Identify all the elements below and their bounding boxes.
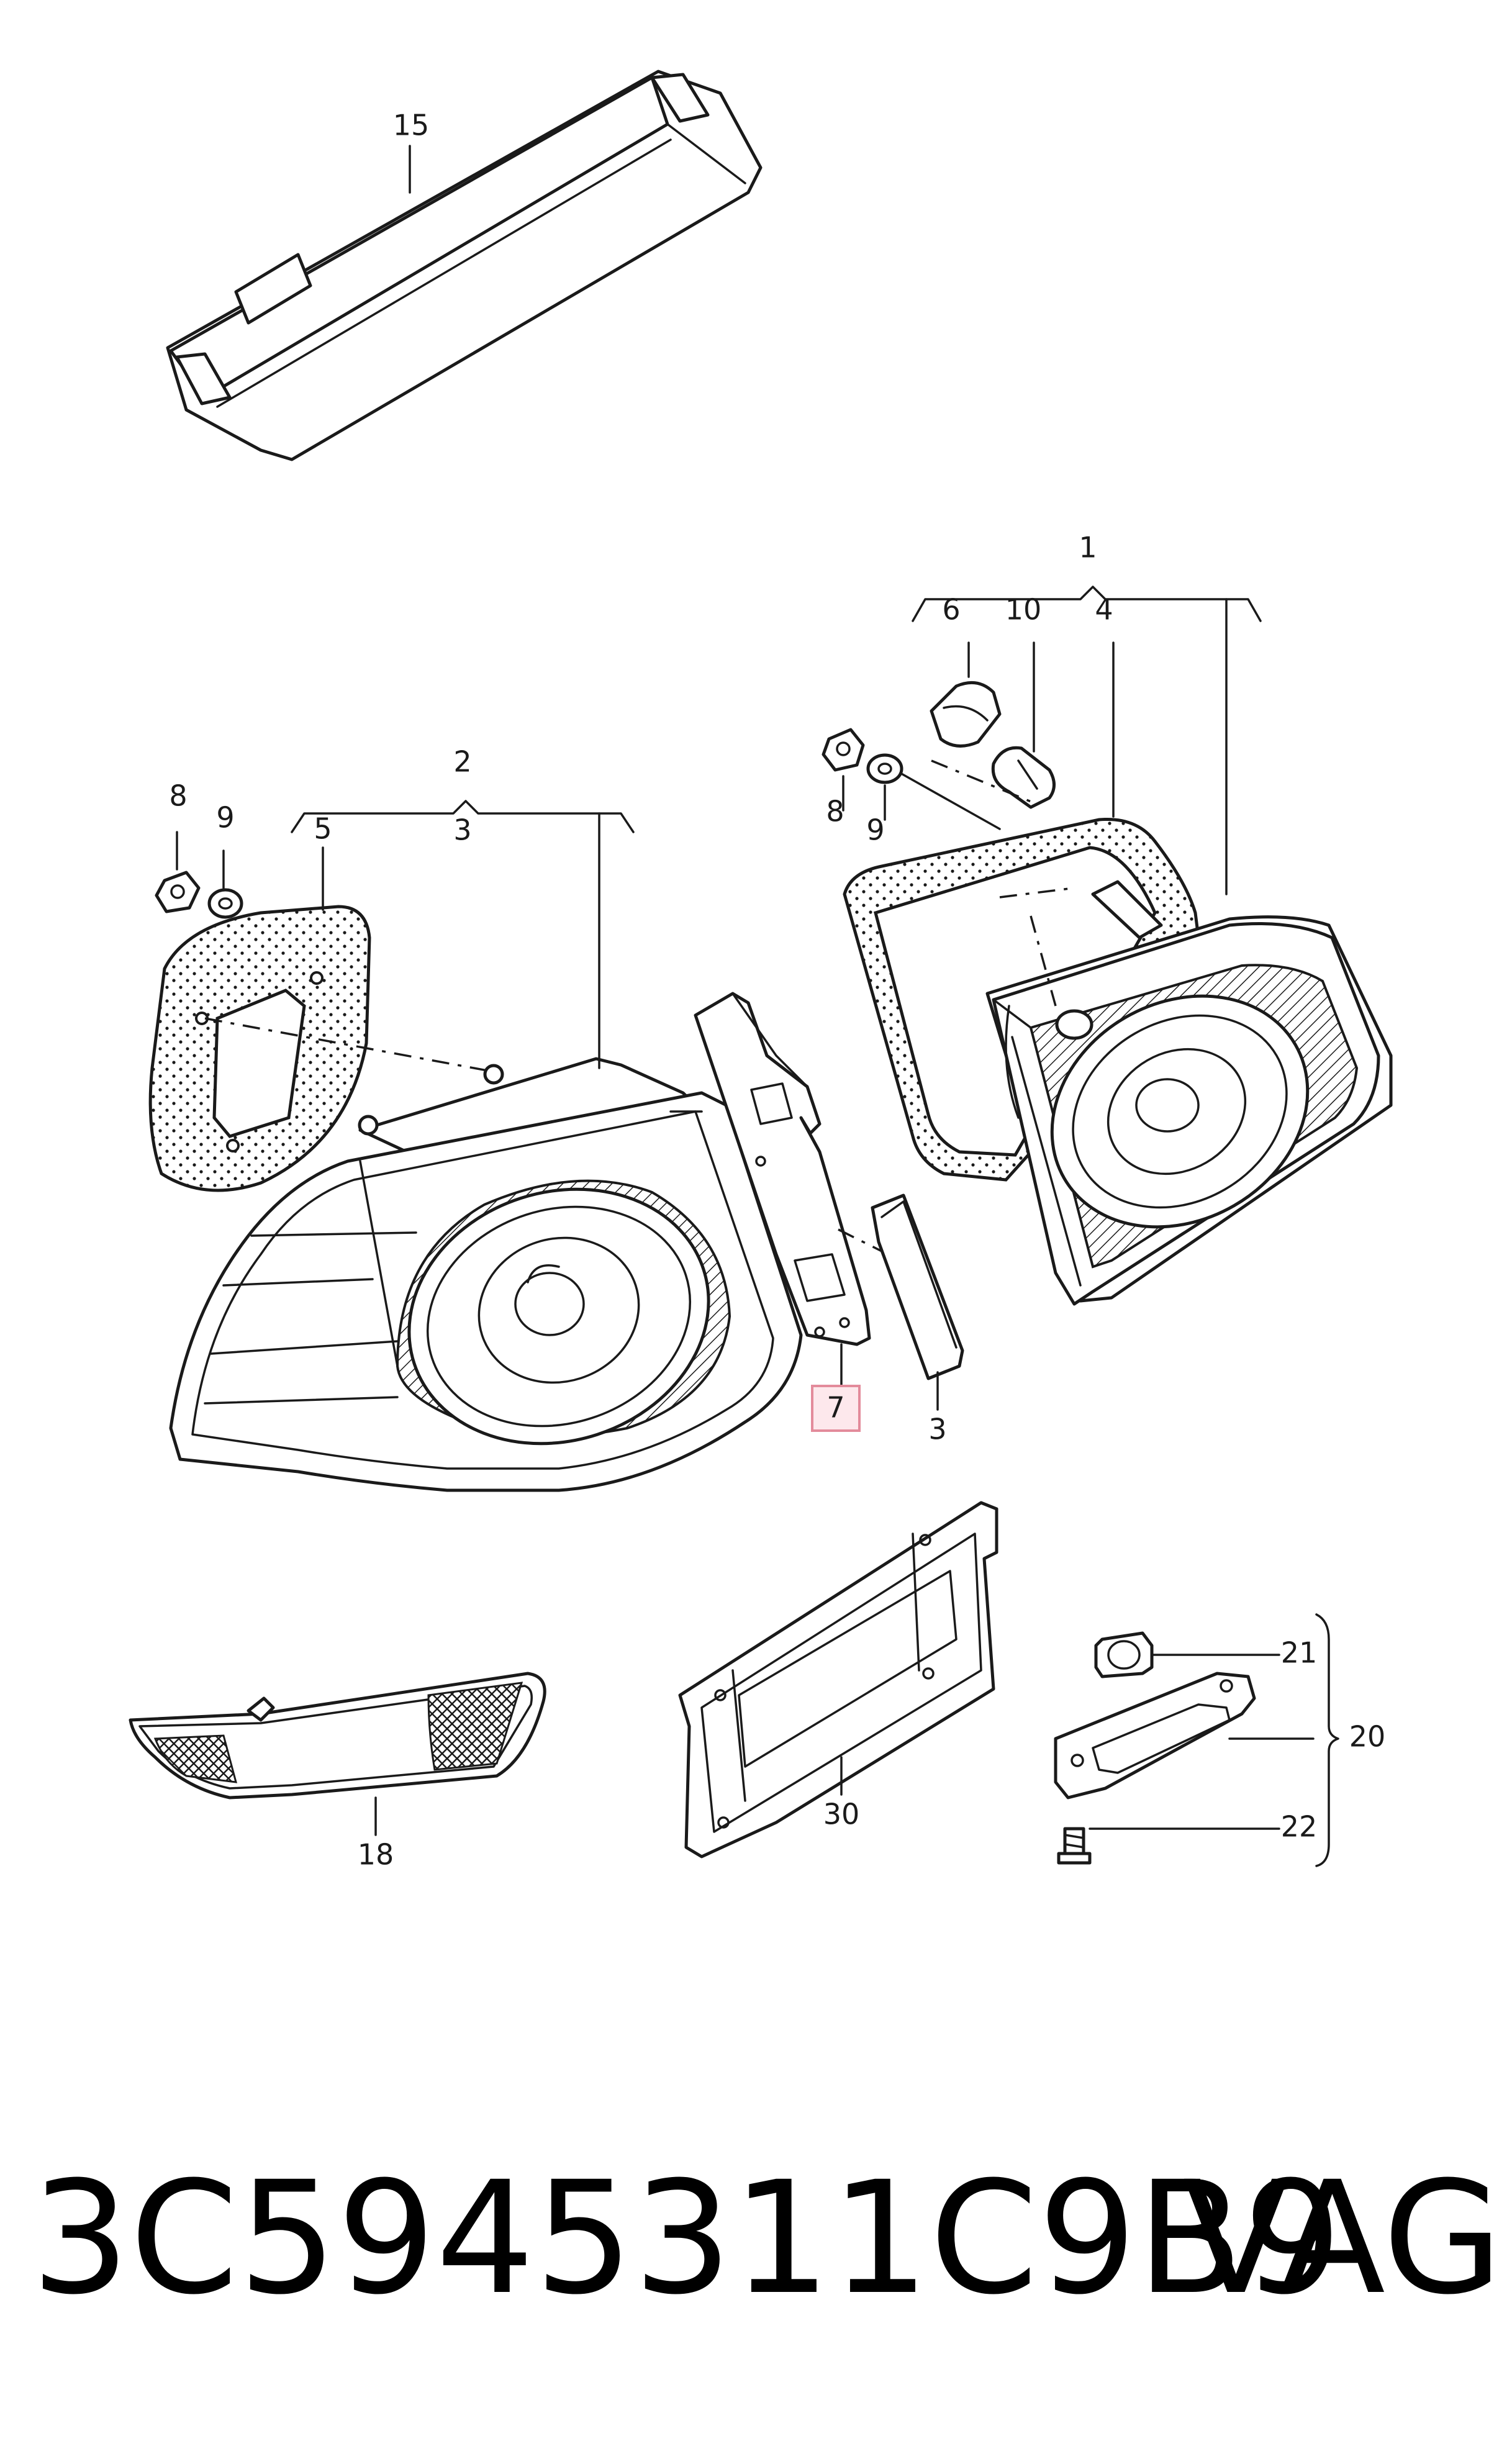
part-number-label: 3C5945311C9B9 — [31, 2148, 1342, 2329]
brake-light-15 — [166, 70, 763, 461]
callout-9-right: 9 — [866, 813, 884, 847]
nut-8-left — [155, 871, 201, 913]
callout-9-left: 9 — [216, 801, 234, 835]
bulb-21 — [1094, 1631, 1154, 1678]
callout-3-top: 3 — [453, 813, 471, 847]
callout-5: 5 — [314, 812, 332, 846]
highlighted-callout-7[interactable]: 7 — [811, 1385, 861, 1432]
callout-1: 1 — [1079, 531, 1097, 564]
callout-7: 7 — [826, 1391, 844, 1424]
bracket-7 — [694, 992, 871, 1346]
washer-9-right — [866, 753, 903, 784]
callout-30: 30 — [823, 1798, 860, 1831]
callout-20: 20 — [1349, 1720, 1386, 1754]
reflector-3 — [871, 1193, 964, 1380]
callout-18: 18 — [358, 1838, 394, 1872]
brand-label: VAG — [1183, 2148, 1503, 2329]
callout-4: 4 — [1095, 593, 1113, 627]
reflector-18 — [129, 1672, 546, 1800]
callout-22: 22 — [1281, 1810, 1318, 1844]
bulb-10 — [991, 746, 1056, 809]
washer-9-left — [207, 888, 243, 919]
plate-mount-30 — [678, 1501, 998, 1859]
callout-3-bottom: 3 — [928, 1413, 946, 1446]
lamp-housing-20 — [1054, 1672, 1256, 1800]
callout-8-right: 8 — [826, 795, 844, 828]
callout-21: 21 — [1281, 1636, 1318, 1670]
tail-light-inner-right — [985, 880, 1393, 1306]
nut-8-right — [822, 728, 865, 772]
callout-15: 15 — [393, 109, 430, 142]
gasket-5 — [148, 905, 371, 1192]
tail-light-outer-left — [169, 1057, 803, 1492]
callout-8-left: 8 — [169, 779, 187, 813]
callout-10: 10 — [1005, 593, 1042, 627]
screw-22 — [1057, 1827, 1092, 1865]
callout-2: 2 — [453, 745, 471, 779]
bulb-holder-6 — [930, 681, 1002, 748]
callout-6: 6 — [942, 593, 960, 627]
